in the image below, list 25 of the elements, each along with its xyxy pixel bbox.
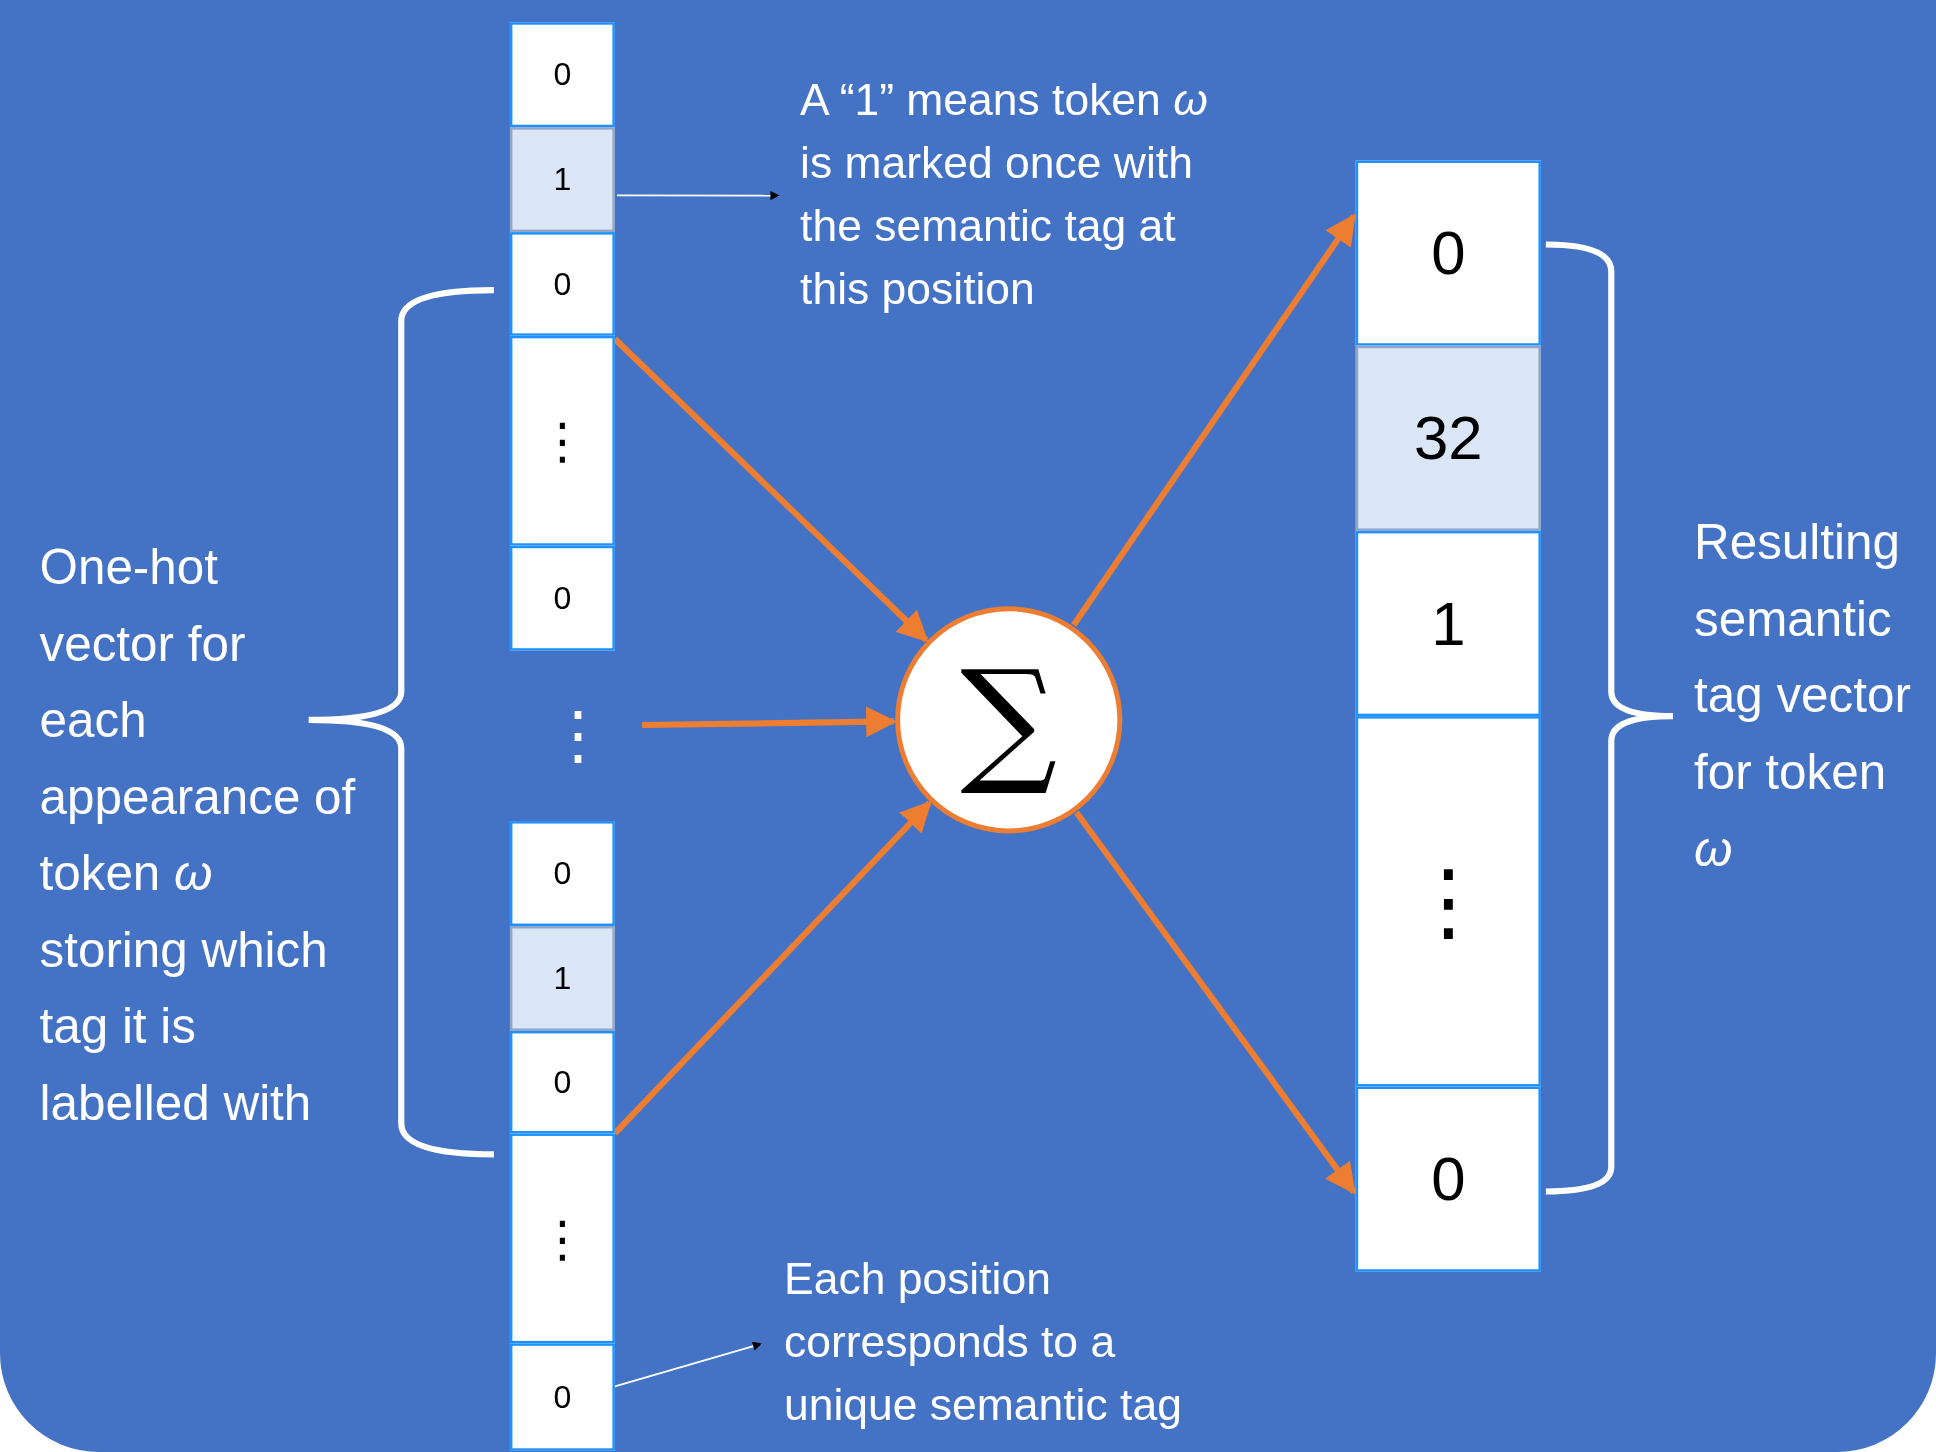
vector-cell: 0 — [1355, 1086, 1541, 1272]
vector-cell: 1 — [1355, 530, 1541, 717]
arrow — [1071, 213, 1357, 627]
ellipsis-cell: ⋮ — [1355, 716, 1541, 1087]
side-label: Resulting semantic tag vector for token ω — [1694, 513, 1912, 878]
vector-cell: 0 — [509, 1030, 615, 1134]
highlighted-vector-cell: 1 — [509, 127, 615, 233]
side-label: One-hot vector for each appearance of token ω storing which tag it is labelled with — [39, 538, 357, 1132]
vector-cell: 0 — [509, 545, 615, 651]
vector-cell: 0 — [509, 22, 615, 128]
arrow — [1074, 810, 1357, 1195]
vector-cell: 0 — [1355, 160, 1541, 346]
ellipsis-cell: ⋮ — [509, 335, 615, 546]
vector-cell: 0 — [509, 1343, 615, 1451]
highlighted-vector-cell: 32 — [1355, 345, 1541, 531]
ellipsis-cell: ⋮ — [509, 1133, 615, 1344]
ellipsis-dots: ⋮ — [533, 654, 643, 815]
highlighted-vector-cell: 1 — [509, 926, 615, 1031]
annotation-text: Each position corresponds to a unique semantic tag — [784, 1247, 1241, 1437]
leader-arrow — [616, 190, 780, 201]
vector-cell: 0 — [509, 232, 615, 336]
arrow — [612, 800, 932, 1136]
leader-arrow — [613, 1341, 763, 1388]
vector-cell: 0 — [509, 821, 615, 926]
annotation-text: A “1” means token ω is marked once with the semantic tag at this position — [800, 67, 1227, 321]
